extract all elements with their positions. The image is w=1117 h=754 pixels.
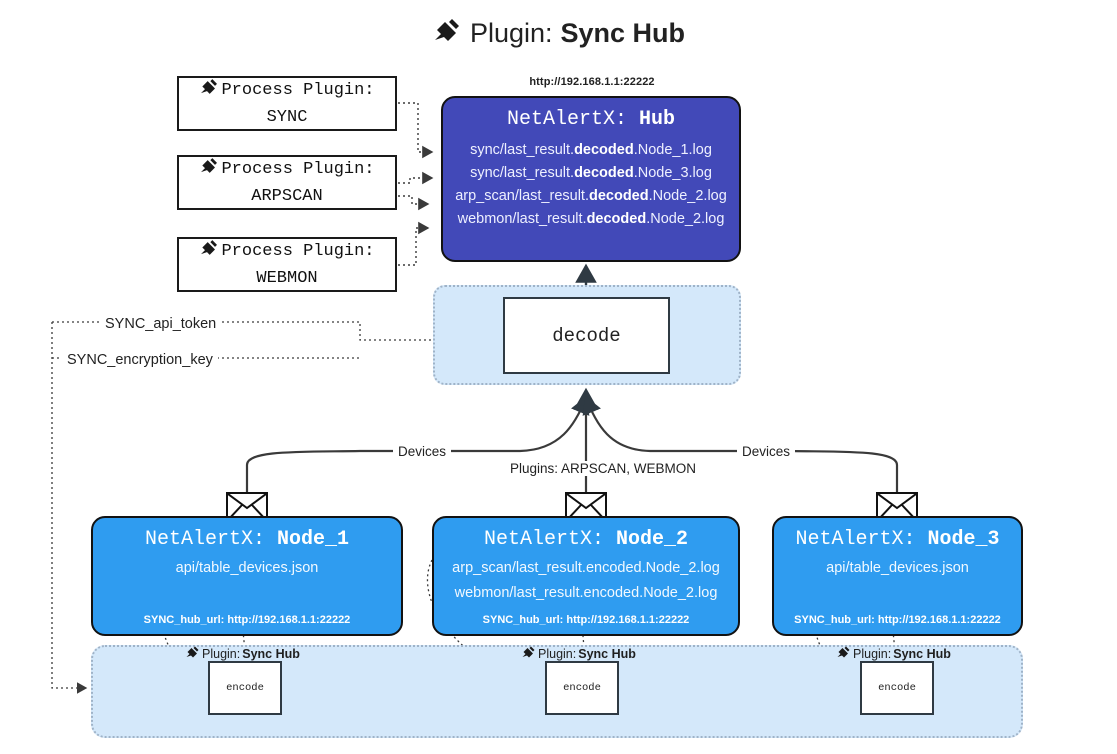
hub-title-name: Hub [639, 108, 676, 131]
page-title-prefix: Plugin: [469, 18, 553, 48]
hub-log-line: webmon/last_result.decoded.Node_2.log [457, 211, 725, 227]
hub-log-line: sync/last_result.decoded.Node_3.log [470, 165, 712, 181]
edge-label-plugins: Plugins: ARPSCAN, WEBMON [505, 461, 702, 476]
encode-box-node-2[interactable]: encode [545, 661, 619, 715]
process-plugin-box-sync[interactable]: Process Plugin: SYNC [177, 76, 397, 131]
hub-box[interactable]: NetAlertX: Hub sync/last_result.decoded.… [441, 96, 741, 262]
sync-api-token-label: SYNC_api_token [100, 316, 222, 332]
node-box-node-1[interactable]: NetAlertX: Node_1 api/table_devices.json… [91, 516, 403, 636]
node-title: NetAlertX: Node_1 [144, 528, 350, 551]
hub-url-label: http://192.168.1.1:22222 [529, 76, 655, 88]
node-log-line: api/table_devices.json [175, 560, 319, 576]
encode-box-node-3[interactable]: encode [860, 661, 934, 715]
node-hub-url-label: SYNC_hub_url: http://192.168.1.1:22222 [794, 614, 1001, 626]
node-box-node-2[interactable]: NetAlertX: Node_2 arp_scan/last_result.e… [432, 516, 740, 636]
encode-caption-node-2: Plugin: Sync Hub [521, 645, 636, 662]
encode-caption-node-1: Plugin: Sync Hub [185, 645, 300, 662]
sync-encryption-key-label: SYNC_encryption_key [62, 352, 218, 368]
plug-icon [185, 645, 200, 662]
process-plugin-name: WEBMON [256, 268, 318, 288]
decode-box[interactable]: decode [503, 297, 670, 374]
plug-icon [199, 238, 219, 267]
page-title: Plugin: Sync Hub [0, 16, 1117, 51]
page-title-name: Sync Hub [560, 18, 686, 48]
node-log-line: arp_scan/last_result.encoded.Node_2.log [452, 560, 720, 576]
process-plugin-box-webmon[interactable]: Process Plugin: WEBMON [177, 237, 397, 292]
node-title: NetAlertX: Node_3 [795, 528, 1000, 551]
plug-icon [199, 156, 219, 185]
process-plugin-label: Process Plugin: [221, 80, 375, 100]
node-log-line: api/table_devices.json [826, 560, 969, 576]
plug-icon [836, 645, 851, 662]
node-title: NetAlertX: Node_2 [483, 528, 689, 551]
process-plugin-label: Process Plugin: [221, 241, 375, 261]
hub-log-line: sync/last_result.decoded.Node_1.log [470, 142, 712, 158]
node-log-line: webmon/last_result.encoded.Node_2.log [454, 585, 718, 601]
edge-label-devices-right: Devices [737, 444, 796, 459]
plug-icon [199, 77, 219, 106]
hub-log-line: arp_scan/last_result.decoded.Node_2.log [455, 188, 727, 204]
edge-label-devices-left: Devices [393, 444, 452, 459]
hub-title-prefix: NetAlertX: [506, 108, 639, 131]
node-hub-url-label: SYNC_hub_url: http://192.168.1.1:22222 [482, 614, 690, 626]
hub-title: NetAlertX: Hub [507, 108, 675, 131]
encode-box-node-1[interactable]: encode [208, 661, 282, 715]
node-hub-url-label: SYNC_hub_url: http://192.168.1.1:22222 [143, 614, 351, 626]
node-box-node-3[interactable]: NetAlertX: Node_3 api/table_devices.json… [772, 516, 1023, 636]
process-plugin-name: SYNC [266, 107, 308, 127]
encode-caption-node-3: Plugin: Sync Hub [836, 645, 951, 662]
process-plugin-box-arpscan[interactable]: Process Plugin: ARPSCAN [177, 155, 397, 210]
plug-icon [521, 645, 536, 662]
plug-icon [432, 16, 462, 51]
process-plugin-label: Process Plugin: [221, 159, 375, 179]
process-plugin-name: ARPSCAN [251, 186, 323, 206]
